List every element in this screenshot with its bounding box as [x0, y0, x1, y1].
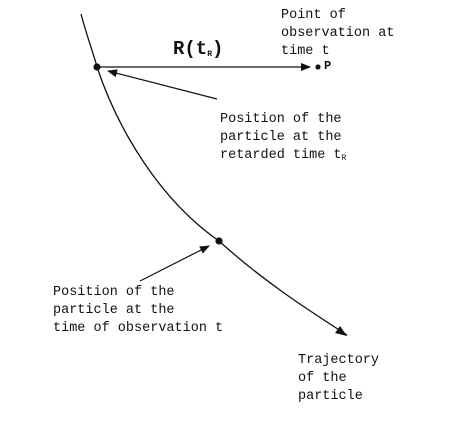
pointer-arrow-retarded — [107, 69, 218, 100]
observation-point-label: Point of observation at time t — [281, 8, 395, 59]
vector-r-label: R(tR) — [173, 38, 224, 60]
observation-position-label: Position of the particle at the time of … — [53, 285, 224, 336]
trajectory-curve — [80, 13, 348, 336]
trajectory-label: Trajectory of the particle — [298, 353, 380, 404]
retarded-position-dot — [93, 63, 101, 71]
pointer-arrow-observation — [139, 245, 210, 282]
observation-point-dot — [315, 64, 321, 70]
observation-position-dot — [215, 237, 223, 245]
point-p-label: P — [324, 59, 332, 73]
retarded-position-label: Position of the particle at the retarded… — [220, 112, 347, 163]
trajectory-arrowhead — [335, 326, 347, 336]
